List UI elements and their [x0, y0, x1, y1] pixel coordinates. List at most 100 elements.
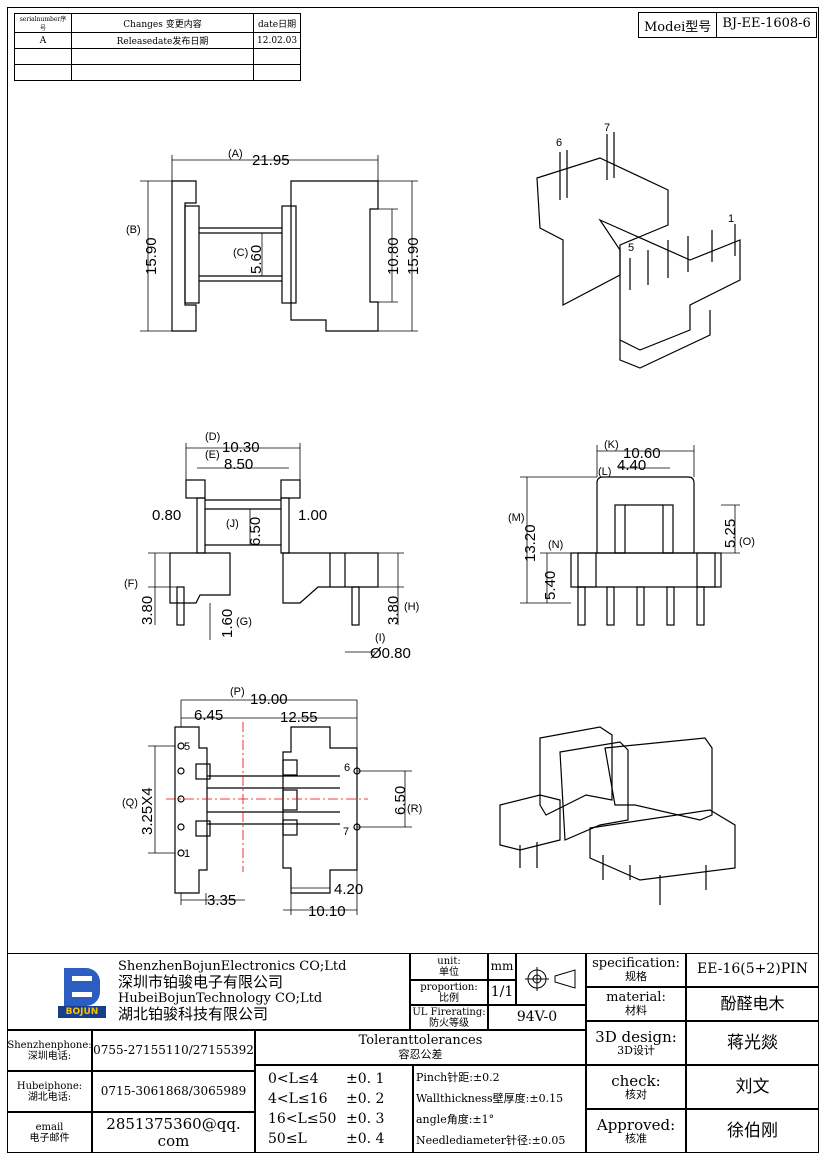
model-box: Modei型号 BJ-EE-1608-6 [638, 12, 817, 38]
check-value: 刘文 [686, 1065, 819, 1109]
approved-label: Approved:核准 [586, 1109, 686, 1153]
unit-label: unit:单位 [410, 953, 488, 980]
bottom-view: (P) 19.00 6.45 12.55 (Q) 3.25X4 6.50 (R)… [122, 686, 422, 920]
model-value: BJ-EE-1608-6 [716, 13, 816, 37]
dim-value-n: 5.40 [542, 571, 559, 600]
dim-value-k: 10.60 [623, 445, 661, 462]
projection-icon [525, 967, 576, 991]
dim-label-n: (N) [548, 539, 563, 551]
hb-phone-label: Hubeiphone:湖北电话: [7, 1071, 92, 1112]
dim-label-q: (Q) [122, 797, 138, 809]
design-label: 3D design:3D设计 [586, 1021, 686, 1065]
note: angle角度:±1° [416, 1113, 495, 1126]
dim-value-o: 5.25 [722, 519, 739, 548]
proportion-value: 1/1 [488, 980, 516, 1005]
iso-pin-6: 6 [556, 137, 562, 149]
pin-label-5: 5 [184, 741, 190, 753]
dim-value-f: 3.80 [139, 596, 156, 625]
dim-value-h: 3.80 [385, 596, 402, 625]
projection-symbol [516, 953, 586, 1005]
technical-drawing: (A) 21.95 (B) 15.90 (C) 5.60 10.80 15.90… [122, 122, 755, 920]
iso-pin-1: 1 [728, 213, 734, 225]
pin-label-6: 6 [344, 762, 350, 774]
dim-label-g: (G) [236, 616, 252, 628]
unit-value: mm [488, 953, 516, 980]
company-cn-1: 深圳市铂骏电子有限公司 [118, 973, 284, 991]
tol-range: 16<L≤50 [268, 1111, 337, 1127]
dim-value-1255: 12.55 [280, 709, 318, 726]
iso-view-top: 6 7 1 5 [536, 122, 741, 369]
dim-value-g: 1.60 [219, 609, 236, 638]
dim-value-335: 3.35 [207, 892, 236, 909]
dim-value-420: 4.20 [334, 881, 363, 898]
dim-value-a: 21.95 [252, 152, 290, 169]
note: Needlediameter针径:±0.05 [416, 1134, 566, 1147]
dim-value-h1: 10.80 [385, 237, 402, 275]
tolerance-notes: Pinch针距:±0.2 Wallthickness壁厚度:±0.15 angl… [413, 1065, 586, 1153]
dim-label-c: (C) [233, 247, 248, 259]
dim-value-i: Ø0.80 [370, 645, 411, 662]
dim-value-d: 10.30 [222, 439, 260, 456]
top-view: (A) 21.95 (B) 15.90 (C) 5.60 10.80 15.90 [126, 148, 422, 332]
logo-text: BOJUN [58, 1006, 106, 1018]
revision-table: serialnumber序号 Changes 变更内容 date日期 A Rel… [14, 13, 302, 81]
material-label: material:材料 [586, 987, 686, 1021]
dim-value-b: 15.90 [143, 237, 160, 275]
company-cn-2: 湖北铂骏科技有限公司 [118, 1005, 269, 1023]
approved-value: 徐伯刚 [686, 1109, 819, 1153]
front-view: (D) 10.30 (E) 8.50 0.80 (J) 6.50 1.00 (F… [124, 431, 419, 662]
dim-value-h2: 15.90 [405, 237, 422, 275]
company-box: BOJUN ShenzhenBojunElectronics CO;Ltd 深圳… [7, 953, 410, 1030]
dim-label-f: (F) [124, 578, 138, 590]
dim-label-r: (R) [407, 803, 422, 815]
dim-label-k: (K) [604, 439, 619, 451]
company-en-2: HubeiBojunTechnology CO;Ltd [118, 991, 323, 1006]
sz-phone-label: Shenzhenphone:深圳电话: [7, 1030, 92, 1071]
spec-label: specification:规格 [586, 953, 686, 987]
title-block: BOJUN ShenzhenBojunElectronics CO;Ltd 深圳… [7, 953, 819, 1153]
ul-label: UL Firerating:防火等级 [410, 1005, 488, 1030]
note: Wallthickness壁厚度:±0.15 [416, 1092, 564, 1105]
pin-label-1: 1 [184, 848, 190, 860]
company-logo: BOJUN [58, 966, 106, 1018]
tol-value: ±0. 3 [346, 1111, 385, 1127]
dim-label-m: (M) [508, 512, 525, 524]
iso-pin-5: 5 [628, 242, 634, 254]
tol-range: 4<L≤16 [268, 1091, 328, 1107]
dim-value-r: 6.50 [392, 786, 409, 815]
dim-value-l: 4.40 [617, 457, 646, 474]
sz-phone-value: 0755-27155110/27155392 [92, 1030, 255, 1071]
dim-value-c: 5.60 [248, 245, 265, 274]
iso-pin-7: 7 [604, 122, 610, 134]
spec-value: EE-16(5+2)PIN [686, 953, 819, 987]
dim-value-p: 19.00 [250, 691, 288, 708]
dim-label-a: (A) [228, 148, 243, 160]
note: Pinch针距:±0.2 [416, 1071, 500, 1084]
dim-value-q: 3.25X4 [139, 787, 156, 835]
dim-value-100: 1.00 [298, 507, 327, 524]
email-value: 2851375360@qq. com [92, 1112, 255, 1153]
dim-value-1010: 10.10 [308, 903, 346, 920]
design-value: 蒋光燚 [686, 1021, 819, 1065]
dim-label-p: (P) [230, 686, 245, 698]
company-en-1: ShenzhenBojunElectronics CO;Ltd [118, 959, 347, 974]
check-label: check:核对 [586, 1065, 686, 1109]
tolerance-table: 0<L≤4 ±0. 1 4<L≤16 ±0. 2 16<L≤50 ±0. 3 5… [255, 1065, 413, 1153]
tol-value: ±0. 2 [346, 1091, 385, 1107]
side-view: (K) 10.60 (L) 4.40 (M) 13.20 (N) 5.40 5.… [508, 439, 755, 626]
dim-value-m: 13.20 [522, 524, 539, 562]
tol-range: 0<L≤4 [268, 1071, 319, 1087]
dim-label-h: (H) [404, 601, 419, 613]
dim-value-080: 0.80 [152, 507, 181, 524]
dim-label-j: (J) [226, 518, 239, 530]
iso-view-bottom [499, 726, 736, 905]
dim-label-b: (B) [126, 224, 141, 236]
ul-value: 94V-0 [488, 1005, 586, 1030]
material-value: 酚醛电木 [686, 987, 819, 1021]
tol-value: ±0. 1 [346, 1071, 385, 1087]
tol-value: ±0. 4 [346, 1131, 385, 1147]
dim-label-d: (D) [205, 431, 220, 443]
tol-range: 50≤L [268, 1131, 307, 1147]
rev-cell [252, 64, 302, 81]
